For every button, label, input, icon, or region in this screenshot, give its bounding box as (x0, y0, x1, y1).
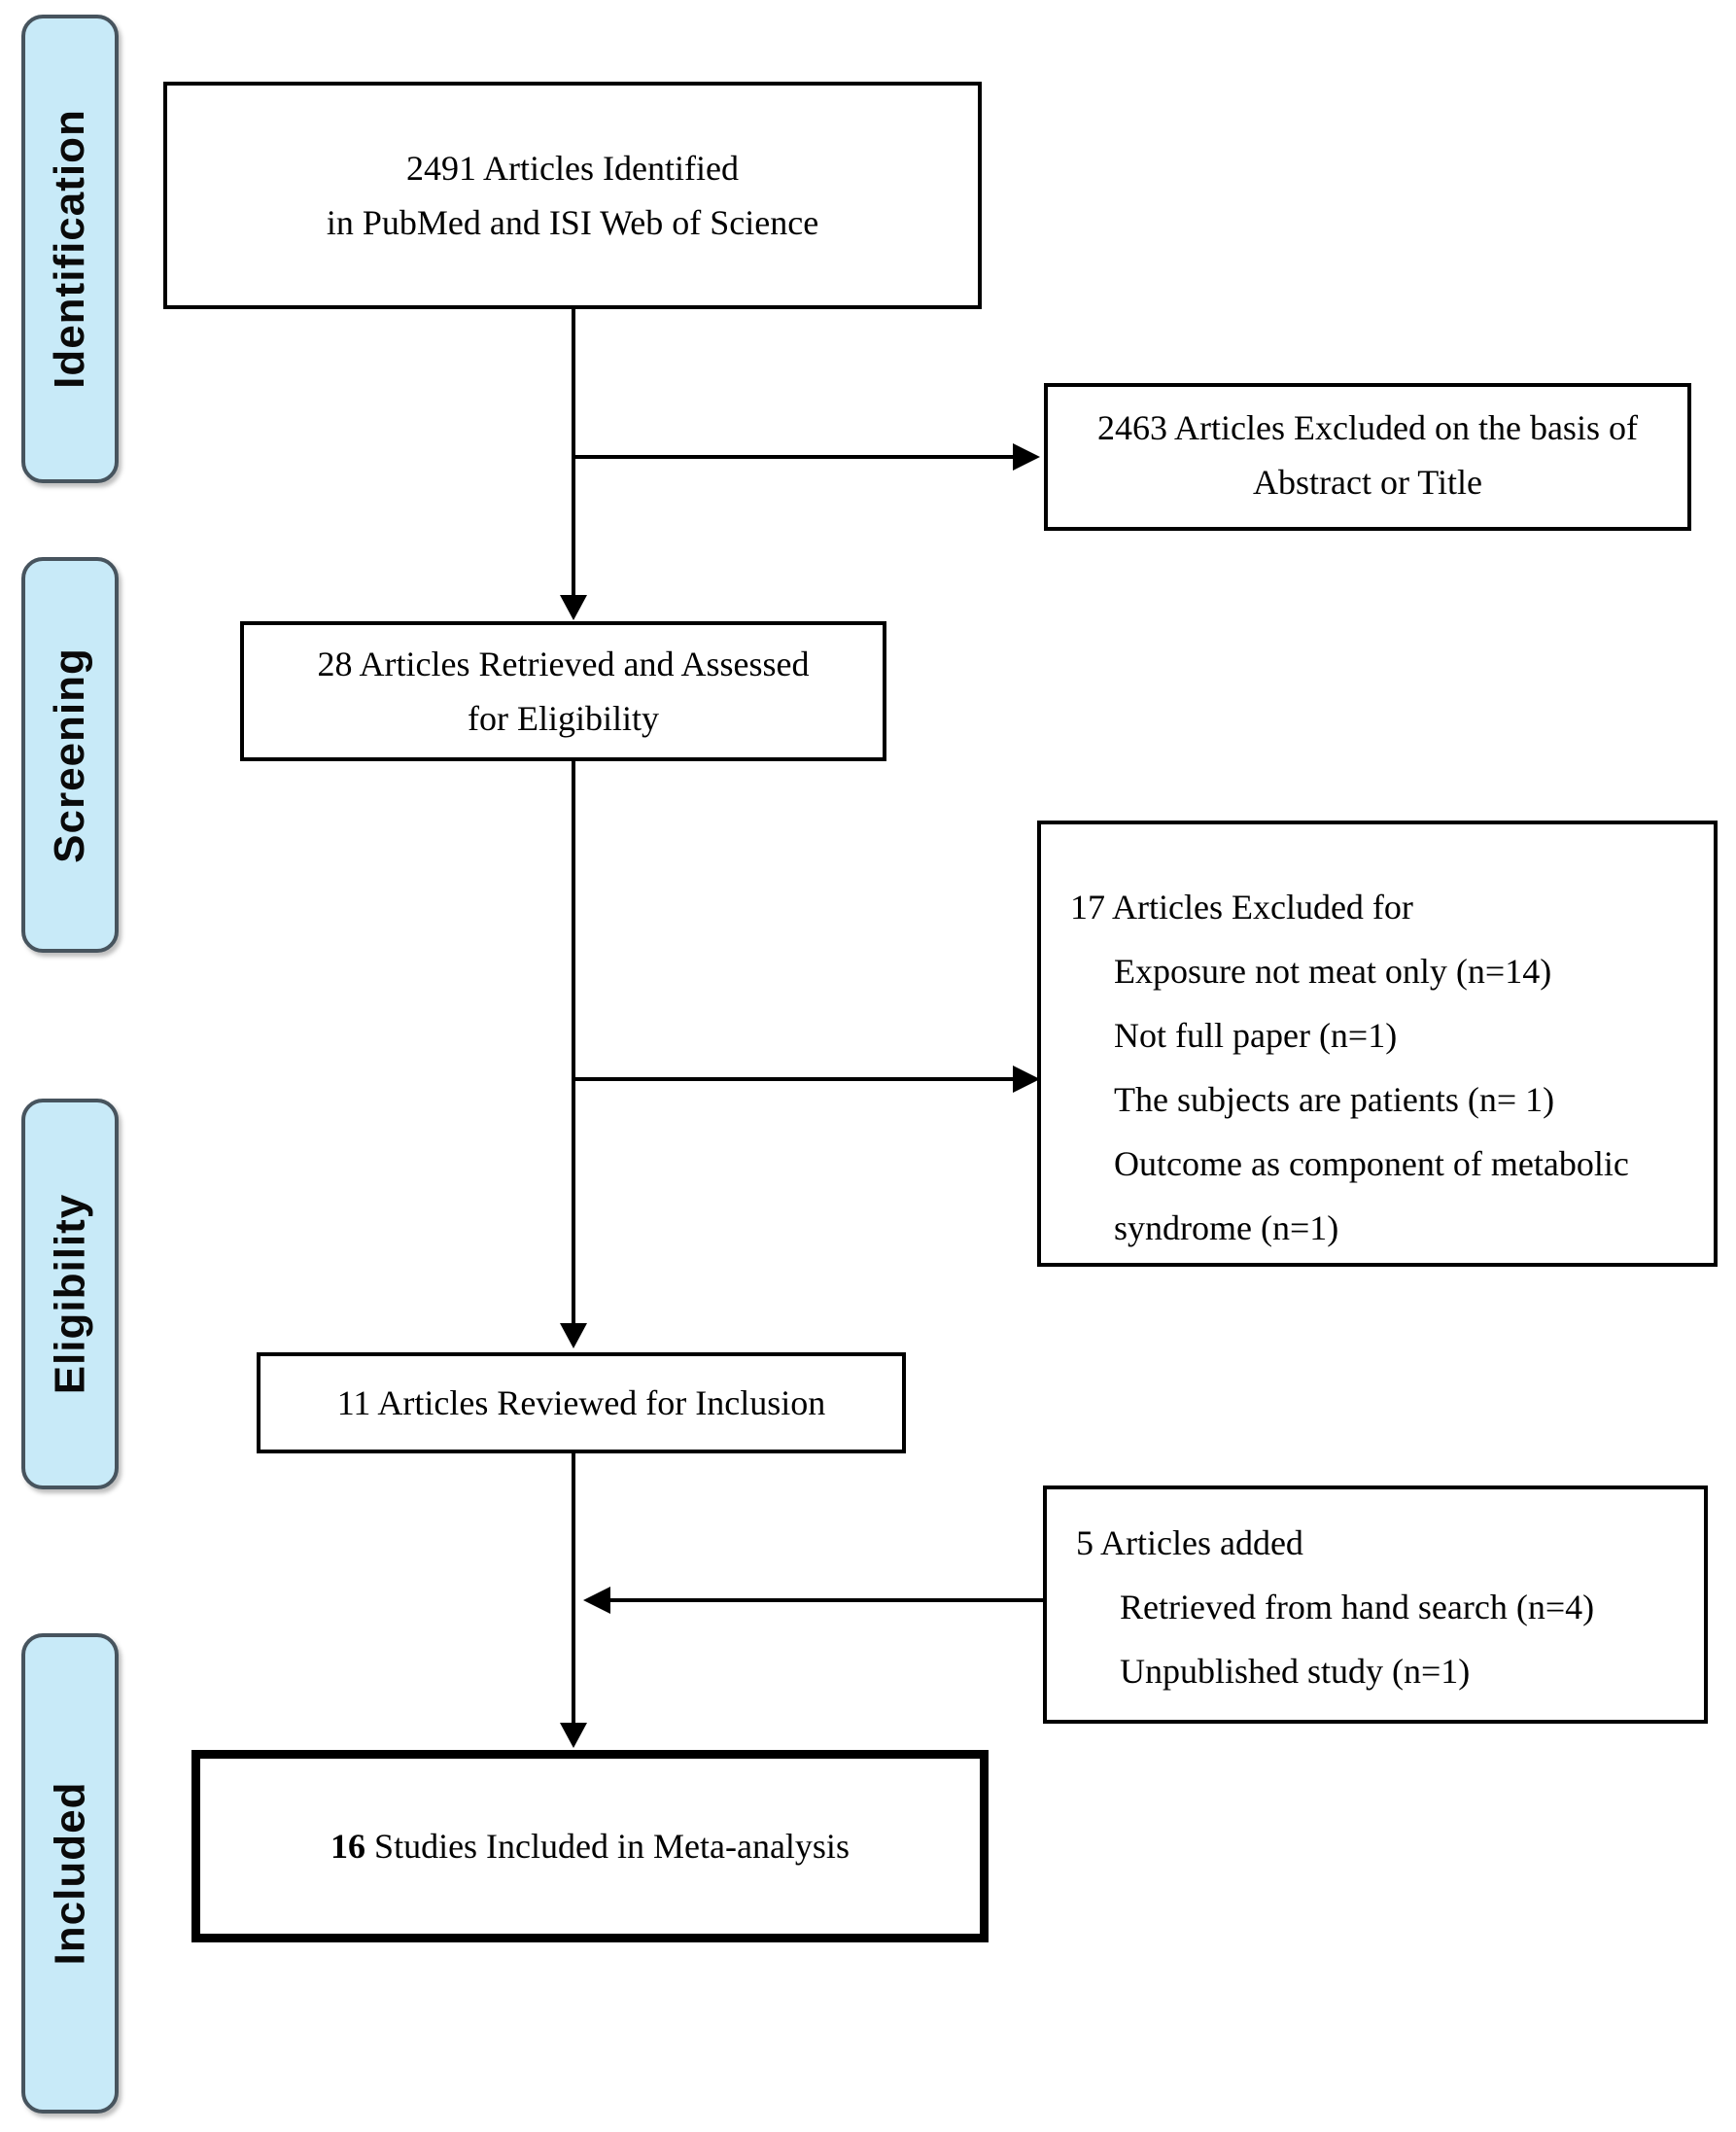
box-excluded-abstract-title-line2: Abstract or Title (1252, 463, 1482, 502)
box-articles-identified: 2491 Articles Identified in PubMed and I… (163, 82, 982, 309)
box-excluded-fulltext-heading: 17 Articles Excluded for (1070, 888, 1413, 926)
excluded-reason-4: Outcome as component of metabolic syndro… (1114, 1144, 1629, 1247)
stage-identification: Identification (21, 15, 119, 483)
stage-eligibility: Eligibility (21, 1099, 119, 1489)
box-articles-reviewed-line1: 11 Articles Reviewed for Inclusion (336, 1383, 826, 1422)
box-articles-added: 5 Articles added Retrieved from hand sea… (1043, 1485, 1708, 1724)
added-item-2: Unpublished study (n=1) (1120, 1652, 1471, 1691)
box-excluded-abstract-title-line1: 2463 Articles Excluded on the basis of (1097, 408, 1638, 447)
box-studies-included-line1: 16 Studies Included in Meta-analysis (330, 1819, 850, 1873)
stage-screening-label: Screening (46, 647, 93, 863)
excluded-reason-1: Exposure not meat only (n=14) (1114, 952, 1552, 991)
box-articles-reviewed: 11 Articles Reviewed for Inclusion (257, 1352, 906, 1453)
excluded-reason-2: Not full paper (n=1) (1114, 1016, 1398, 1055)
box-excluded-abstract-title: 2463 Articles Excluded on the basis of A… (1044, 383, 1691, 531)
excluded-reason-3: The subjects are patients (n= 1) (1114, 1080, 1555, 1119)
included-label: Studies Included in Meta-analysis (365, 1827, 850, 1866)
stage-included: Included (21, 1633, 119, 2114)
box-articles-added-heading: 5 Articles added (1076, 1523, 1303, 1562)
connector-reviewed-to-included (572, 1453, 575, 1723)
stage-identification-label: Identification (46, 109, 93, 389)
stage-screening: Screening (21, 557, 119, 953)
box-articles-assessed: 28 Articles Retrieved and Assessed for E… (240, 621, 886, 761)
added-item-1: Retrieved from hand search (n=4) (1120, 1588, 1595, 1626)
arrowhead-right-excluded-title (1013, 443, 1040, 471)
box-excluded-fulltext: 17 Articles Excluded for Exposure not me… (1037, 821, 1718, 1267)
included-count: 16 (330, 1827, 366, 1866)
connector-to-excluded-title (573, 455, 1013, 459)
stage-included-label: Included (46, 1781, 93, 1966)
arrowhead-left-added (583, 1587, 610, 1614)
stage-eligibility-label: Eligibility (46, 1193, 94, 1395)
arrowhead-down-reviewed (560, 1323, 587, 1348)
arrowhead-down-assessed (560, 595, 587, 620)
arrowhead-right-excluded-fulltext (1013, 1066, 1040, 1093)
connector-to-excluded-fulltext (573, 1077, 1013, 1081)
box-articles-assessed-line1: 28 Articles Retrieved and Assessed (317, 645, 810, 683)
connector-added-to-flow (608, 1598, 1043, 1602)
box-articles-identified-line1: 2491 Articles Identified (406, 149, 739, 188)
connector-identified-to-assessed (572, 309, 575, 595)
connector-assessed-to-reviewed (572, 761, 575, 1323)
arrowhead-down-included (560, 1723, 587, 1748)
box-articles-assessed-line2: for Eligibility (468, 699, 659, 738)
box-articles-identified-line2: in PubMed and ISI Web of Science (326, 203, 819, 242)
box-studies-included: 16 Studies Included in Meta-analysis (191, 1750, 989, 1942)
